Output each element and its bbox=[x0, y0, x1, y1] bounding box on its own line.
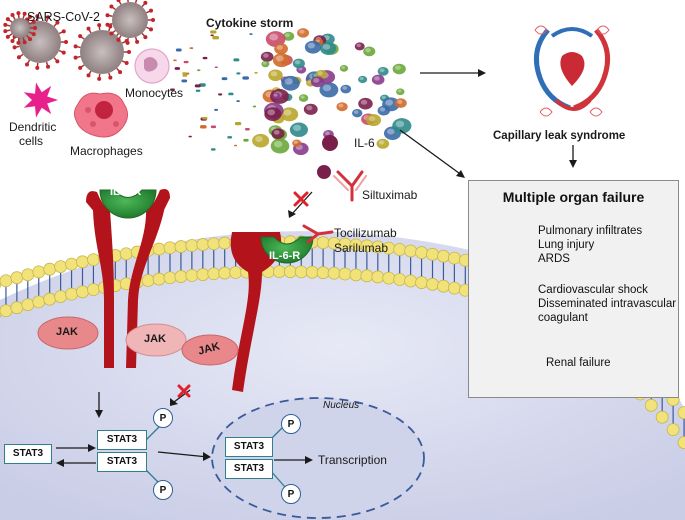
capillary-leak-label: Capillary leak syndrome bbox=[493, 130, 626, 142]
inhibition-mark-jak bbox=[177, 384, 191, 398]
jak-label-1: JAK bbox=[56, 326, 79, 338]
lungs-line-3: ARDS bbox=[538, 253, 570, 265]
phosphate-3: P bbox=[281, 414, 301, 434]
receptor-right bbox=[230, 232, 282, 392]
heart-circulation-icon bbox=[533, 25, 611, 117]
heart-line-3: coagulant bbox=[538, 312, 588, 324]
monocytes-label: Monocytes bbox=[125, 86, 184, 100]
sars-cov2-label: SARS-CoV-2 bbox=[27, 10, 100, 24]
phosphate-2: P bbox=[153, 480, 173, 500]
siltuximab-label: Siltuximab bbox=[362, 188, 418, 202]
antibody-siltuximab bbox=[333, 170, 367, 202]
heart-text: Cardiovascular shock Disseminated intrav… bbox=[538, 283, 676, 325]
jak-label-2: JAK bbox=[144, 333, 167, 345]
il6r-label-right: IL-6-R bbox=[269, 250, 301, 262]
macrophage-cell bbox=[73, 92, 128, 138]
stat3-dimer-bottom: STAT3 bbox=[97, 452, 147, 472]
lungs-line-1: Pulmonary infiltrates bbox=[538, 225, 643, 237]
stat3-nuclear-bottom: STAT3 bbox=[225, 459, 273, 479]
lungs-line-2: Lung injury bbox=[538, 239, 595, 251]
kidneys-text: Renal failure bbox=[546, 356, 611, 370]
heart-line-2: Disseminated intravascular bbox=[538, 298, 677, 310]
lungs-text: Pulmonary infiltrates Lung injury ARDS bbox=[538, 224, 642, 266]
kidneys-line-1: Renal failure bbox=[546, 357, 611, 369]
jak-oval-2 bbox=[125, 323, 187, 357]
organ-failure-panel: Multiple organ failure bbox=[468, 180, 679, 398]
tocilizumab-label: Tocilizumab bbox=[334, 226, 397, 240]
il6-label: IL-6 bbox=[354, 136, 375, 150]
macrophages-label: Macrophages bbox=[70, 144, 143, 158]
dendritic-cell bbox=[23, 82, 58, 118]
dendritic-cells-label-line1: Dendritic bbox=[9, 120, 57, 134]
antibody-tocilizumab bbox=[302, 224, 334, 244]
jak-oval-3 bbox=[181, 334, 239, 366]
receptor-left bbox=[86, 189, 170, 368]
stat3-free-box: STAT3 bbox=[4, 444, 52, 464]
il6r-head-left bbox=[99, 189, 157, 219]
stat3-dimer-top: STAT3 bbox=[97, 430, 147, 450]
dendritic-cells-label-line2: cells bbox=[19, 134, 44, 148]
jak-oval-1 bbox=[37, 316, 99, 350]
nucleus bbox=[211, 397, 425, 519]
il6r-head-right bbox=[260, 236, 314, 264]
inhibition-mark-top bbox=[293, 191, 309, 207]
organ-failure-title: Multiple organ failure bbox=[502, 189, 645, 205]
cytokine-storm-label: Cytokine storm bbox=[206, 16, 294, 30]
stat3-nuclear-top: STAT3 bbox=[225, 437, 273, 457]
flow-arrows bbox=[56, 69, 577, 467]
phosphate-4: P bbox=[281, 484, 301, 504]
transcription-label: Transcription bbox=[318, 453, 387, 467]
sars-cov2-viruses bbox=[3, 0, 155, 81]
phosphate-1: P bbox=[153, 408, 173, 428]
il6r-label-left: IL-6-R bbox=[110, 186, 142, 198]
cytokine-storm-particles bbox=[170, 28, 412, 179]
sarilumab-label: Sarilumab bbox=[334, 241, 389, 255]
heart-line-1: Cardiovascular shock bbox=[538, 284, 648, 296]
nucleus-label: Nucleus bbox=[323, 400, 360, 411]
monocyte-cell bbox=[134, 48, 170, 84]
